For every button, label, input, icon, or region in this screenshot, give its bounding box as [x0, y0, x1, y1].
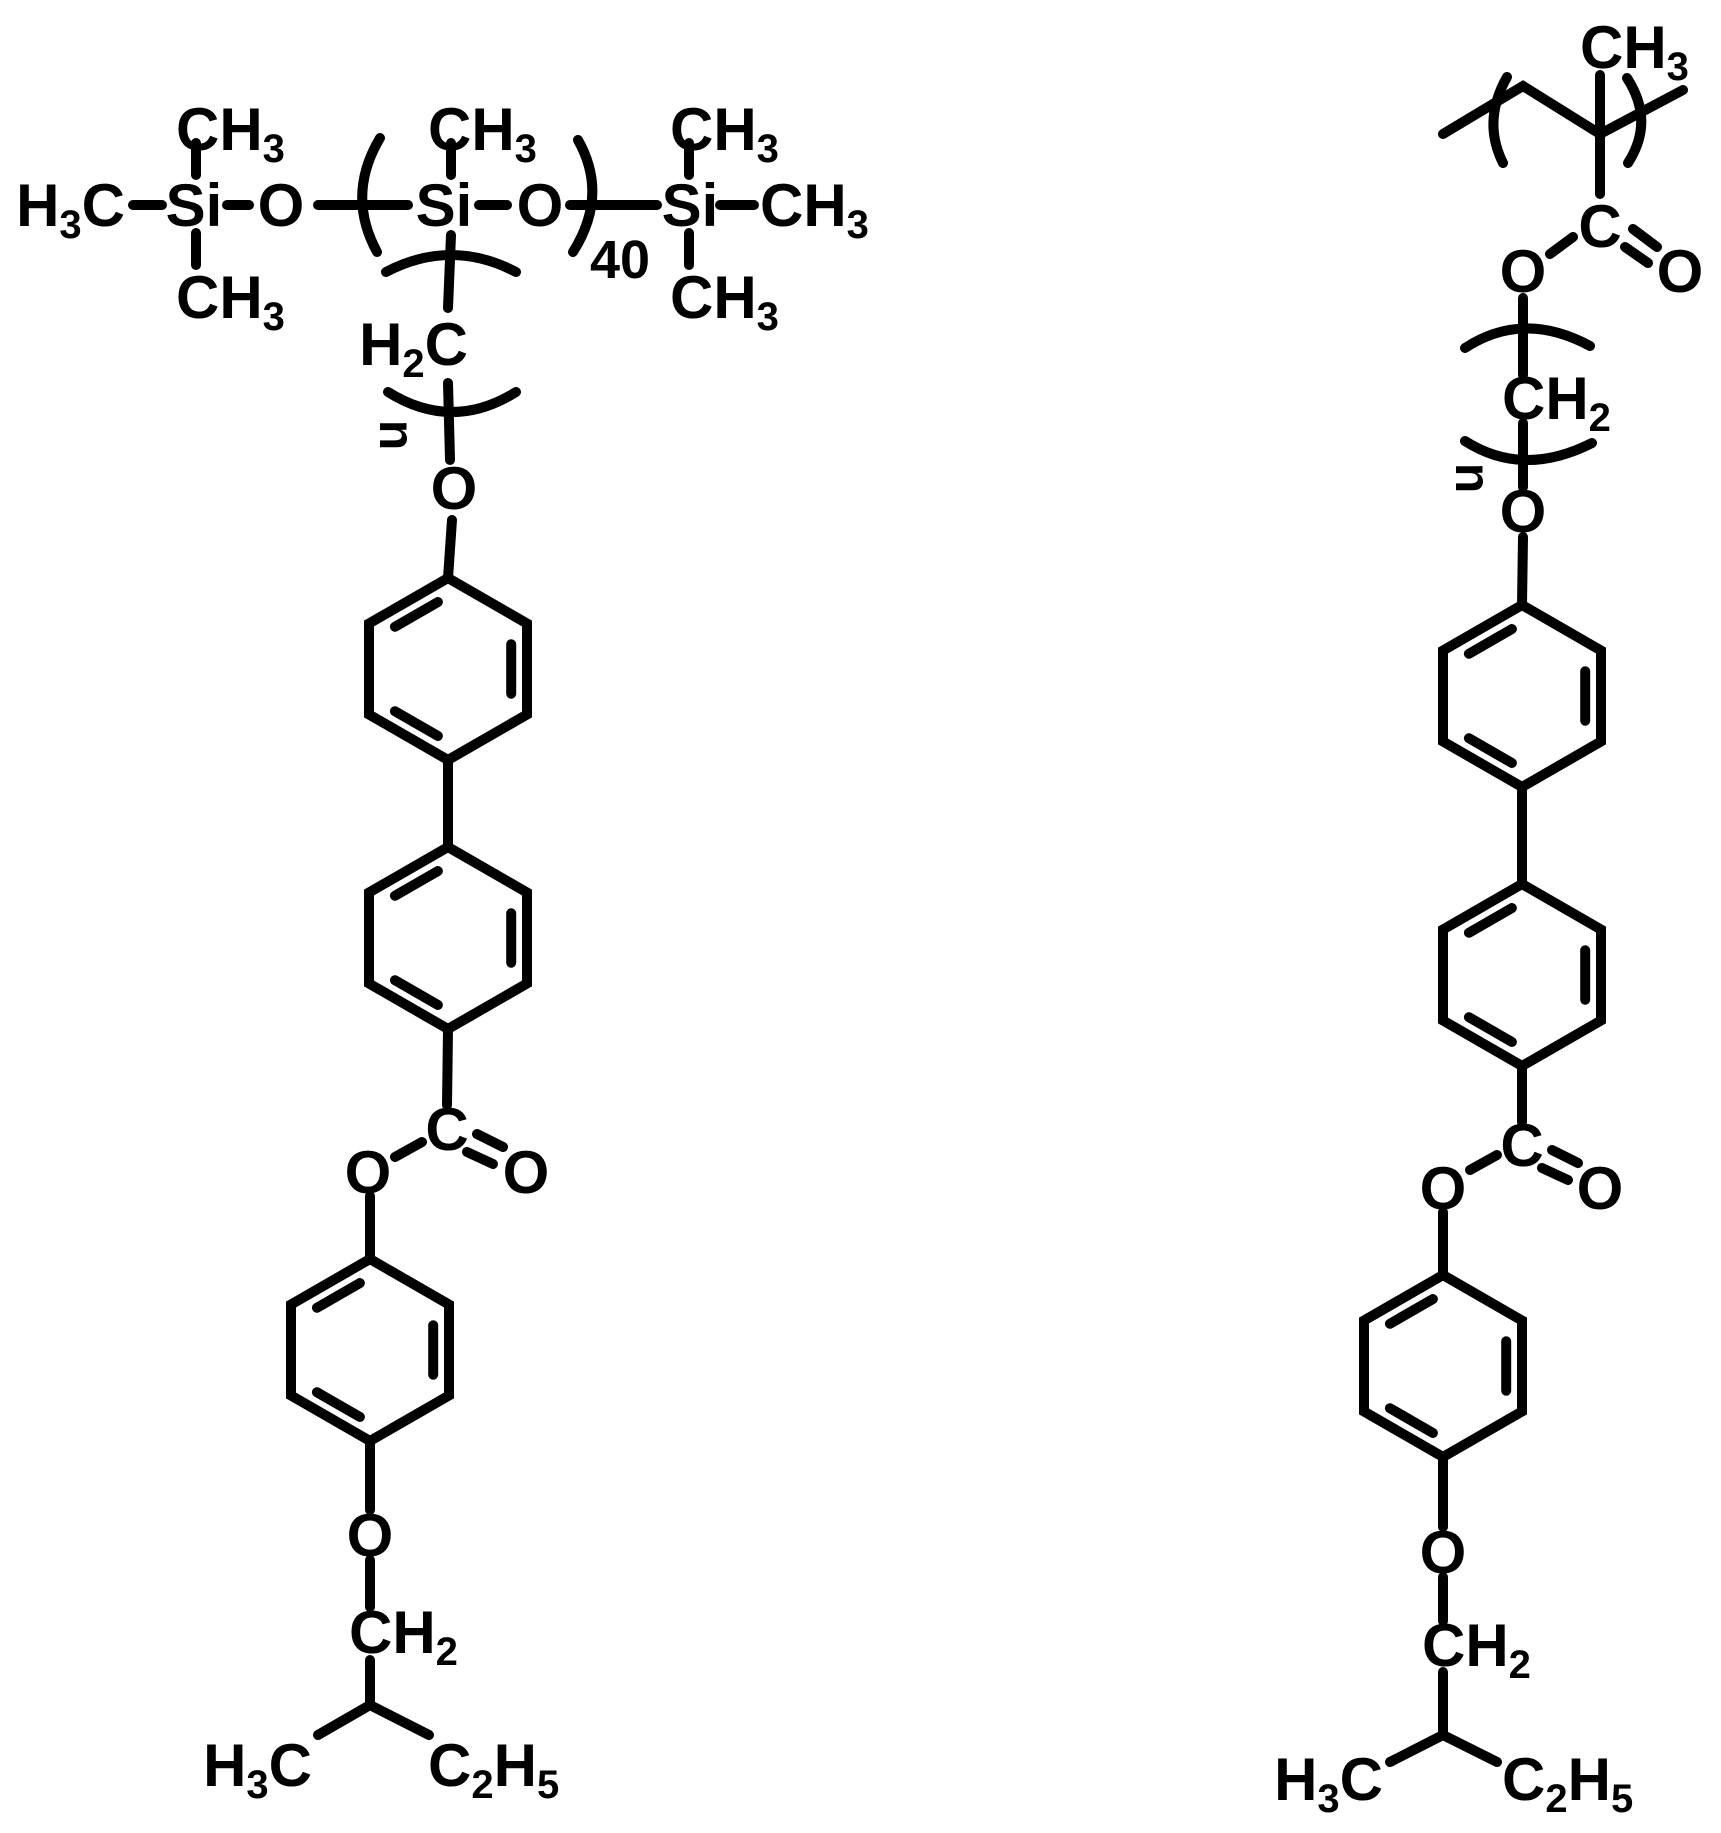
left-bonds: [128, 133, 759, 1740]
right-atom-labels: CH3 C O O CH2 n O C O O O CH2 H3C C2H5: [1274, 14, 1703, 1821]
atom-label: Si: [416, 172, 473, 239]
ring-double-bond: [1463, 903, 1517, 938]
ring-outline: [1359, 1269, 1527, 1463]
ring-double-bond: [1463, 1012, 1517, 1047]
backbone: [1438, 80, 1688, 140]
atom-label: O: [258, 172, 305, 239]
ring-outline: [1438, 878, 1606, 1072]
atom-label: CH3: [670, 96, 779, 171]
bond: [365, 1700, 434, 1740]
atom-label: CH3: [176, 96, 285, 171]
atom-label: O: [1577, 1155, 1624, 1222]
benzene-ring: [1438, 599, 1606, 793]
ring-double-bond: [389, 866, 443, 901]
repeat-bracket-open: [357, 133, 385, 257]
ring-double-bond: [389, 597, 443, 632]
atom-label: C: [425, 1096, 468, 1163]
spacer-bracket-top: [381, 250, 521, 277]
ring-double-bond: [1463, 733, 1517, 768]
spacer-bracket-top: [1460, 323, 1595, 353]
atom-label: Si: [662, 172, 719, 239]
atom-label: O: [431, 455, 478, 522]
atom-label: O: [517, 172, 564, 239]
ring-double-bond: [1384, 1403, 1438, 1438]
repeat-count-label: 40: [590, 230, 650, 290]
atom-label: O: [345, 1139, 392, 1206]
benzene-ring: [286, 1253, 454, 1447]
atom-label: O: [1500, 238, 1547, 305]
atom-label: H3C: [1274, 1746, 1383, 1821]
bond: [1545, 232, 1578, 259]
ring-double-bond: [311, 1278, 365, 1313]
atom-label: H3C: [203, 1732, 312, 1807]
atom-label: CH3: [670, 264, 779, 339]
atom-label: C2H5: [1502, 1746, 1633, 1821]
repeat-n-label: n: [1445, 463, 1501, 494]
atom-label: CH2: [1502, 365, 1611, 440]
benzene-ring: [364, 841, 532, 1035]
spacer-bracket-bottom: [383, 387, 521, 417]
atom-label: H2C: [359, 311, 468, 386]
ring-outline: [286, 1253, 454, 1447]
atom-label: CH2: [349, 1599, 458, 1674]
repeat-bracket-open: [1488, 72, 1512, 168]
double-bond-line: [472, 1129, 508, 1152]
atom-label: H3C: [16, 172, 125, 247]
right-rings: [1359, 599, 1606, 1463]
atom-label: CH3: [760, 172, 869, 247]
atom-label: Si: [166, 172, 223, 239]
atom-label: O: [1657, 238, 1704, 305]
polysiloxane-structure: CH3 H3C Si O Si O Si CH3 CH3 CH3 CH3 CH3…: [16, 96, 869, 1807]
bond: [442, 1024, 453, 1110]
atom-label: O: [1420, 1155, 1467, 1222]
double-bond-line: [1537, 1163, 1573, 1185]
right-bonds: [1385, 70, 1688, 1767]
repeat-n-label: n: [369, 420, 425, 451]
polymethacrylate-structure: CH3 C O O CH2 n O C O O O CH2 H3C C2H5: [1274, 14, 1703, 1821]
bond: [313, 1700, 375, 1740]
ring-outline: [364, 572, 532, 766]
benzene-ring: [364, 572, 532, 766]
ring-double-bond: [311, 1387, 365, 1422]
double-bond-line: [1620, 242, 1653, 268]
bond: [1438, 1730, 1502, 1767]
bond: [443, 378, 455, 465]
atom-label: CH3: [1580, 14, 1689, 89]
repeat-bracket-close: [568, 135, 598, 257]
ring-double-bond: [389, 975, 443, 1010]
double-bond-line: [462, 1147, 498, 1169]
atom-label: O: [1500, 478, 1547, 545]
ring-double-bond: [389, 706, 443, 741]
bond: [443, 515, 457, 583]
ring-double-bond: [1463, 624, 1517, 659]
bond: [1465, 1150, 1502, 1175]
atom-label: CH2: [1422, 1612, 1531, 1687]
ring-outline: [364, 841, 532, 1035]
atom-label: C: [1500, 1112, 1543, 1179]
ring-outline: [1438, 599, 1606, 793]
atom-label: C2H5: [428, 1732, 559, 1807]
benzene-ring: [1438, 878, 1606, 1072]
atom-label: C: [1578, 193, 1621, 260]
bond: [443, 230, 456, 313]
bond: [390, 1137, 427, 1162]
atom-label: CH3: [428, 96, 537, 171]
bond: [1517, 532, 1528, 610]
atom-label: O: [503, 1139, 550, 1206]
benzene-ring: [1359, 1269, 1527, 1463]
bond: [1385, 1730, 1448, 1767]
ring-double-bond: [1384, 1294, 1438, 1329]
left-atom-labels: CH3 H3C Si O Si O Si CH3 CH3 CH3 CH3 CH3…: [16, 96, 869, 1807]
left-rings: [286, 572, 532, 1447]
atom-label: O: [1420, 1519, 1467, 1586]
atom-label: CH3: [176, 264, 285, 339]
double-bond-line: [1628, 224, 1662, 252]
spacer-bracket-bottom: [1460, 436, 1597, 465]
double-bond-line: [1547, 1145, 1583, 1168]
atom-label: O: [347, 1502, 394, 1569]
repeat-bracket-close: [1622, 73, 1647, 168]
